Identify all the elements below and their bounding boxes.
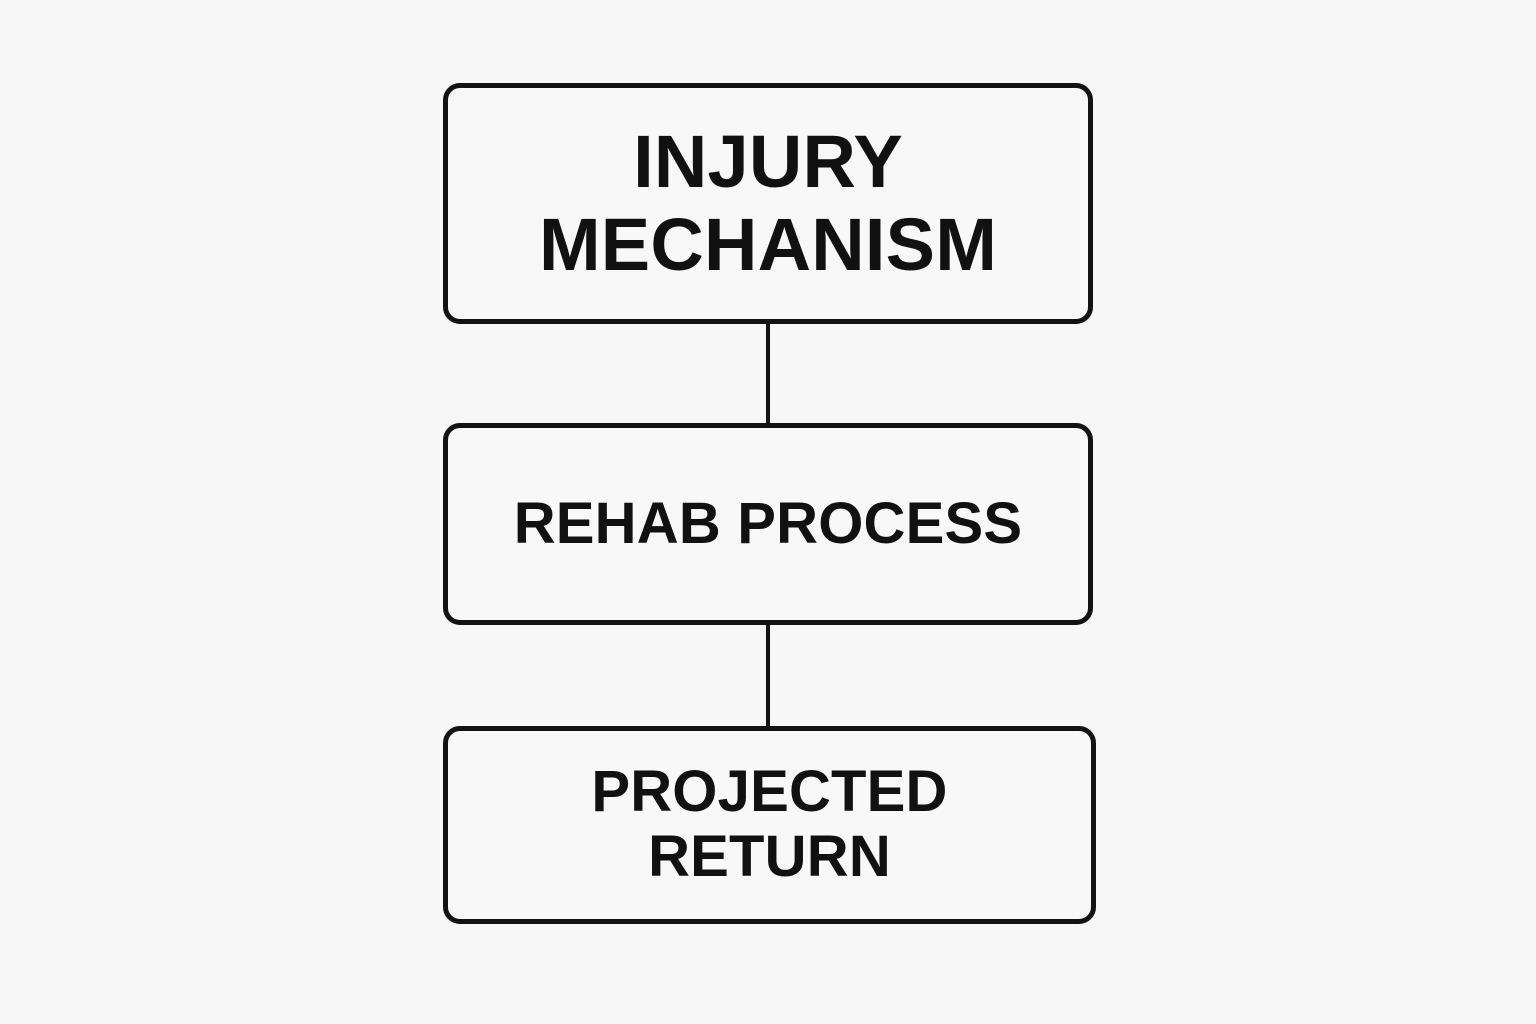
flow-node-label-injury-mechanism: INJURY MECHANISM [538,119,998,286]
flow-node-injury-mechanism[interactable]: INJURY MECHANISM [443,83,1093,324]
flow-node-label-projected-return: PROJECTED RETURN [591,759,948,889]
flow-node-rehab-process[interactable]: REHAB PROCESS [443,423,1093,625]
connector-rehab-to-return [766,621,770,729]
connector-injury-to-rehab [766,320,770,426]
flow-node-label-rehab-process: REHAB PROCESS [513,490,1023,556]
flow-node-projected-return[interactable]: PROJECTED RETURN [443,726,1096,924]
